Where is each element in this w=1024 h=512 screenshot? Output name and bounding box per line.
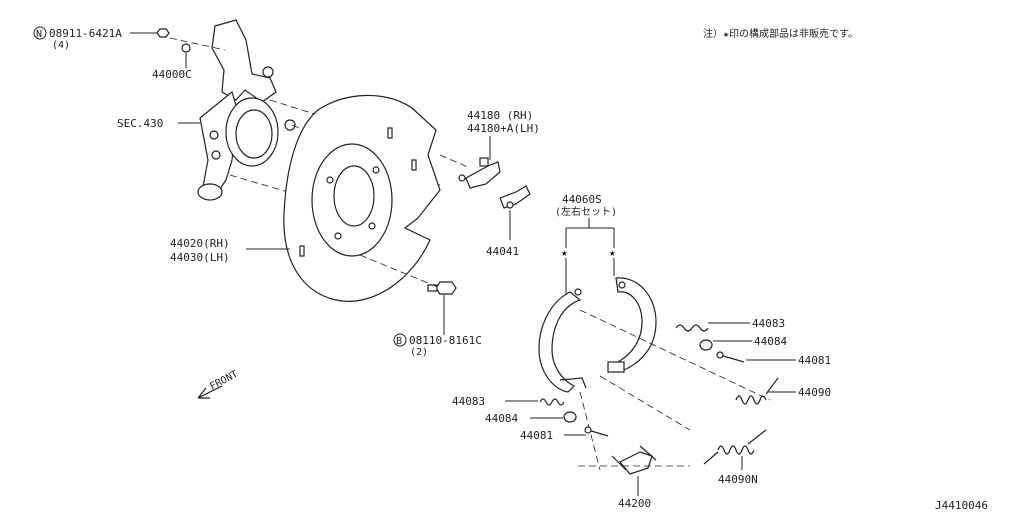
shoe-set-note: (左右セット)	[555, 205, 617, 218]
cup-left-label: 44084	[485, 412, 518, 425]
shoe-set-label: 44060S	[562, 193, 602, 206]
spring-right-label: 44083	[752, 317, 785, 330]
star-mark-right-icon: ★	[609, 246, 616, 259]
plate-rh-label: 44020(RH)	[170, 237, 230, 250]
lower-return-spring-icon	[703, 429, 767, 465]
back-plate-icon	[283, 94, 441, 302]
spring-left-label: 44083	[452, 395, 485, 408]
clip-label: 44041	[486, 245, 519, 258]
nut-quantity: (4)	[52, 40, 70, 51]
left-brake-shoe-icon	[538, 288, 587, 393]
washer-icon	[181, 43, 191, 53]
nut-n-symbol: N	[36, 29, 42, 40]
nut-label-group: N 08911-6421A (4)	[33, 26, 122, 51]
right-brake-shoe-icon	[607, 277, 657, 373]
bolt-part-number: 08110-8161C	[409, 334, 482, 347]
front-arrow-icon: FRONT	[197, 369, 240, 399]
pin-right-label: 44081	[798, 354, 831, 367]
hold-down-cup-left-icon	[563, 411, 577, 423]
bolt-quantity: (2)	[410, 347, 428, 358]
washer-label: 44000C	[152, 68, 192, 81]
front-arrow-label: FRONT	[208, 369, 240, 393]
lever-rh-label: 44180 (RH)	[467, 109, 533, 122]
bolt-icon	[427, 281, 457, 295]
clip-icon	[499, 185, 531, 209]
plate-lh-label: 44030(LH)	[170, 251, 230, 264]
hold-down-spring-right-icon	[675, 324, 709, 332]
b-circle-icon	[393, 333, 407, 347]
upper-spring-label: 44090	[798, 386, 831, 399]
pin-left-label: 44081	[520, 429, 553, 442]
lower-spring-label: 44090N	[718, 473, 758, 486]
n-circle-icon	[33, 26, 47, 40]
hold-down-cup-right-icon	[699, 339, 713, 351]
adjuster-label: 44200	[618, 497, 651, 510]
hold-down-pin-right-icon	[716, 351, 745, 363]
lever-lh-label: 44180+A(LH)	[467, 122, 540, 135]
cup-right-label: 44084	[754, 335, 787, 348]
bolt-b-symbol: B	[396, 336, 402, 347]
lever-icon	[458, 157, 501, 189]
knuckle-label: SEC.430	[117, 117, 163, 130]
adjuster-icon	[611, 445, 657, 475]
upper-return-spring-icon	[735, 377, 779, 405]
note-text: 注）★印の構成部品は非販売です。	[703, 27, 858, 40]
knuckle-icon	[197, 19, 296, 201]
nut-part-number: 08911-6421A	[49, 27, 122, 40]
hold-down-pin-left-icon	[584, 426, 609, 437]
star-mark-left-icon: ★	[561, 246, 568, 259]
nut-icon	[156, 28, 170, 38]
hold-down-spring-left-icon	[539, 398, 565, 406]
diagram-id: J4410046	[935, 499, 988, 512]
